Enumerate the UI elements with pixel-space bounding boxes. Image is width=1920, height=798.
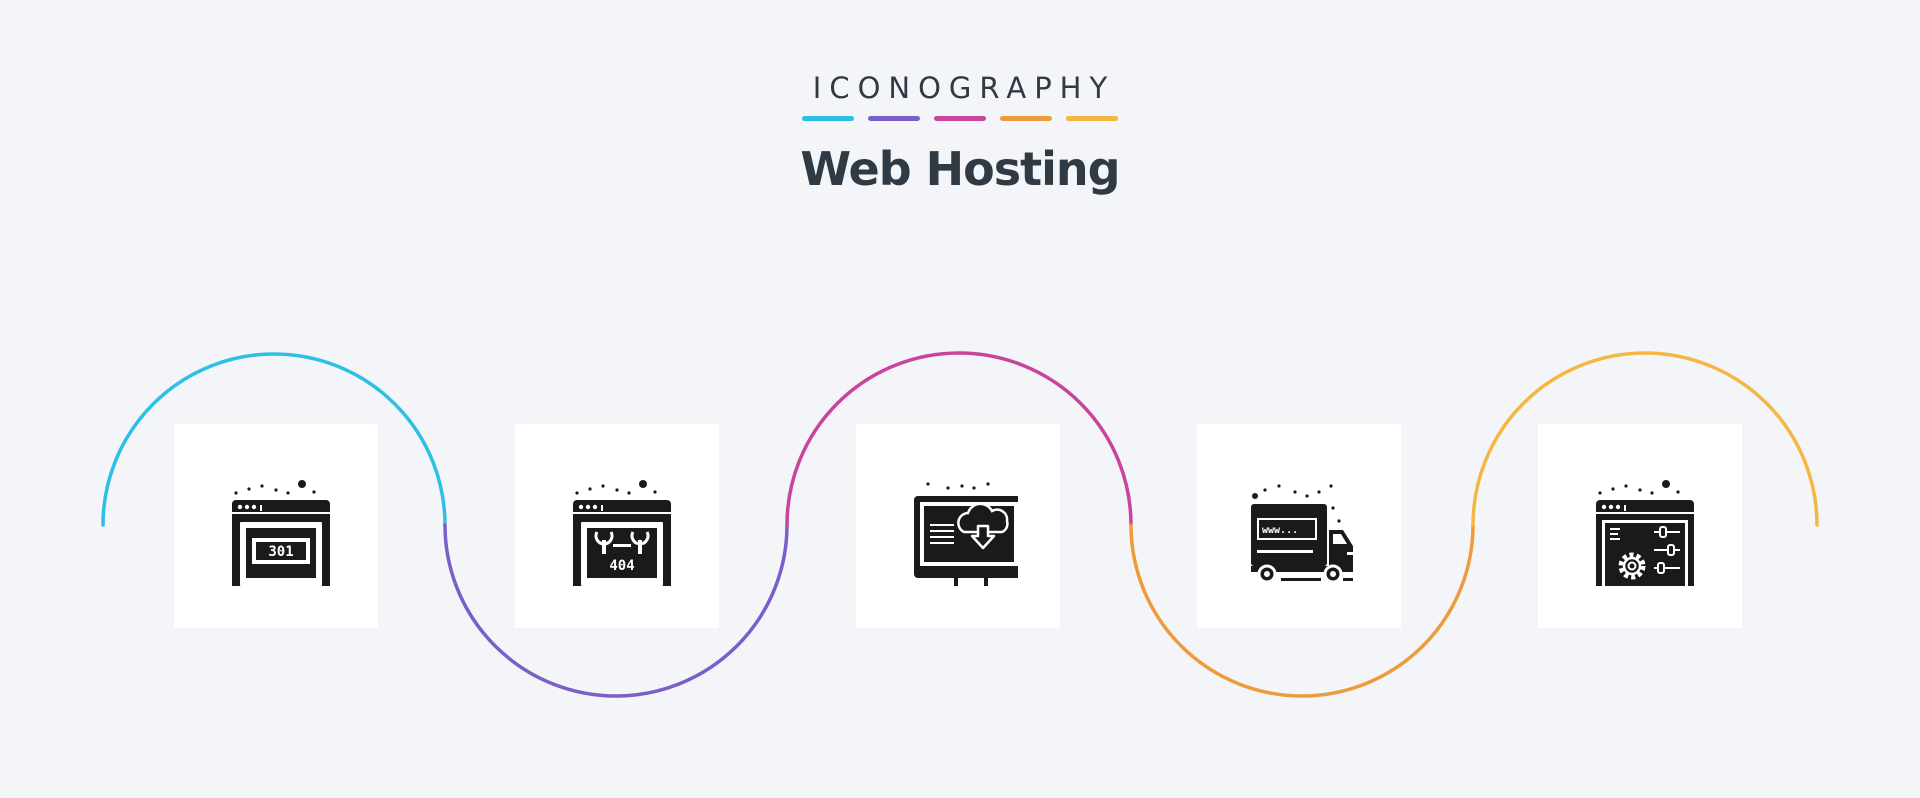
wave-segment bbox=[1471, 351, 1819, 527]
wave-segment bbox=[1129, 523, 1475, 698]
icon-tile: 301 bbox=[174, 424, 378, 628]
accent-bar bbox=[802, 116, 854, 121]
icon-tile: 404 bbox=[515, 424, 719, 628]
error-404-repair-browser-icon: 404 bbox=[573, 480, 671, 586]
browser-settings-sliders-icon bbox=[1596, 480, 1694, 586]
header: ICONOGRAPHY Web Hosting bbox=[0, 68, 1920, 199]
icon-label: www... bbox=[1262, 525, 1298, 536]
icon-label: 301 bbox=[268, 544, 293, 560]
cloud-download-monitor-icon bbox=[914, 482, 1018, 586]
icon-tile bbox=[1538, 424, 1742, 628]
wave-segment bbox=[101, 352, 447, 527]
wave-segment bbox=[785, 351, 1133, 527]
wave-segment bbox=[443, 523, 789, 698]
brand-wordmark: ICONOGRAPHY bbox=[812, 71, 1116, 105]
icon-tile: www... bbox=[1197, 424, 1401, 628]
accent-bar bbox=[934, 116, 986, 121]
accent-bars bbox=[0, 116, 1920, 121]
www-delivery-truck-icon: www... bbox=[1251, 484, 1353, 584]
redirect-301-browser-icon: 301 bbox=[232, 480, 330, 586]
accent-bar bbox=[1066, 116, 1118, 121]
accent-bar bbox=[868, 116, 920, 121]
icon-label: 404 bbox=[609, 558, 634, 574]
icon-tile bbox=[856, 424, 1060, 628]
accent-bar bbox=[1000, 116, 1052, 121]
page-title: Web Hosting bbox=[800, 142, 1120, 196]
